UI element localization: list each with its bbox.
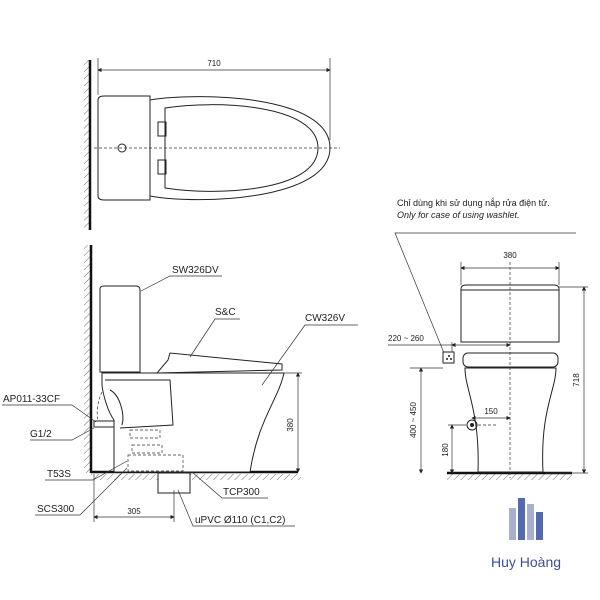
dim-305: 305 [127,507,141,516]
front-view: Chỉ dùng khi sử dụng nắp rửa điện tử. On… [388,198,588,480]
bowl-side [101,372,285,473]
dim-180: 180 [441,443,450,457]
dim-380: 380 [286,418,295,432]
note-vietnamese: Chỉ dùng khi sử dụng nắp rửa điện tử. [397,198,550,208]
bowl-front [464,367,557,473]
dim-710: 710 [207,59,221,68]
note-english: Only for case of using washlet. [397,210,520,220]
dim-380-front: 380 [503,251,517,260]
label-cw326v: CW326V [305,313,345,324]
building-icon [509,498,543,540]
dim-220-260: 220 ~ 260 [388,334,424,343]
label-scs300: SCS300 [37,504,75,515]
wall-hatch [84,60,90,230]
dim-718: 718 [572,373,581,387]
label-g1-2: G1/2 [30,429,52,440]
power-socket-icon [442,351,455,364]
top-view: 710 [84,58,340,230]
logo-text: Huy Hoàng [491,554,561,570]
label-upvc-pipe: uPVC Ø110 (C1,C2) [195,515,285,526]
dim-150: 150 [484,407,498,416]
seat-front [462,352,559,368]
tank-side [99,285,141,373]
label-ap011-33cf: AP011-33CF [3,394,60,405]
brand-logo: Huy Hoàng [491,498,561,570]
label-t53s: T53S [47,469,71,480]
label-s-and-c: S&C [215,307,236,318]
dim-400-450: 400 ~ 450 [409,402,418,438]
side-view: 380 305 SW326DV S&C CW326V AP011-33CF G1… [2,245,358,527]
label-sw326dv: SW326DV [172,265,219,276]
seat-side [155,352,283,374]
label-tcp300: TCP300 [223,487,260,498]
